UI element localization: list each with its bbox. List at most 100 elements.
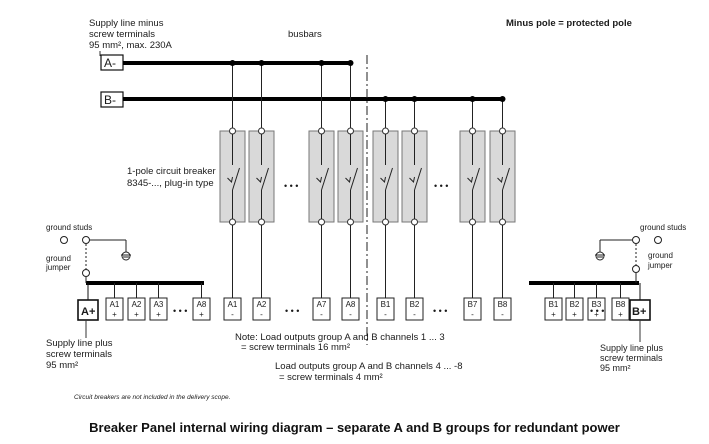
terminal-sign: -: [501, 310, 504, 319]
breaker-bottom-contact: [318, 218, 325, 226]
terminal-ellipsis-minus-b: • • •: [433, 306, 447, 316]
bus-junction-dot: [382, 96, 389, 102]
terminal-box: [341, 297, 360, 321]
breaker-group: [219, 60, 516, 298]
terminal-label: B1: [381, 300, 391, 309]
load-terminal: A8+: [192, 283, 211, 321]
load-outputs-note-1: Note: Load outputs group A and B channel…: [235, 332, 445, 353]
breaker-label: 1-pole circuit breaker 8345-..., plug-in…: [127, 166, 216, 189]
load-terminal: A7-: [312, 297, 331, 321]
breaker-bottom-contact: [229, 218, 236, 226]
supply-plus-right-line-2: screw terminals: [600, 353, 663, 363]
supply-minus-line-3: 95 mm², max. 230A: [89, 40, 173, 51]
ground-studs-left-label: ground studs: [46, 223, 92, 232]
delivery-disclaimer: Circuit breakers are not included in the…: [74, 394, 231, 401]
ground-jumper-left-line-2: jumper: [45, 263, 71, 272]
terminal-ellipsis-plus-a: • • •: [173, 306, 187, 316]
terminal-group: A1+A2+A3+A8+A1-A2-A7-A8-B1-B2-B7-B8-B1+B…: [105, 283, 630, 321]
bus-junction-dot: [318, 60, 325, 66]
ground-stud-right-2: [654, 236, 662, 244]
breaker-trip-mark: [497, 176, 503, 184]
ground-right: ground studs ground jumper: [595, 223, 686, 283]
load-outputs-note-2: Load outputs group A and B channels 4 ..…: [275, 361, 463, 383]
bus-b-label: B-: [104, 93, 116, 107]
bus-junction-dot: [347, 60, 354, 66]
terminal-box: [376, 297, 395, 321]
load-terminal: A1+: [105, 283, 124, 321]
terminal-box: [223, 297, 242, 321]
ground-symbol-left: [121, 251, 131, 261]
terminal-label: A8: [197, 300, 207, 309]
terminal-sign: -: [349, 310, 352, 319]
terminal-label: B8: [616, 300, 626, 309]
terminal-label: B8: [498, 300, 508, 309]
terminal-sign: -: [260, 310, 263, 319]
load-terminal: B1+: [544, 283, 563, 321]
supply-minus-label: Supply line minus screw terminals 95 mm²…: [89, 18, 173, 51]
supply-plus-left-label: Supply line plus screw terminals 95 mm²: [46, 338, 113, 371]
diagram-caption: Breaker Panel internal wiring diagram – …: [89, 420, 620, 435]
breaker-trip-mark: [467, 176, 473, 184]
breaker-label-line-2: 8345-..., plug-in type: [127, 178, 214, 189]
terminal-sign: +: [618, 310, 623, 319]
note-1-line-1: Note: Load outputs group A and B channel…: [235, 332, 445, 343]
terminal-box: [405, 297, 424, 321]
ground-jumper-right-line-2: jumper: [647, 261, 673, 270]
terminal-box: [252, 297, 271, 321]
ground-stud-right-1: [632, 236, 640, 244]
terminal-sign: +: [594, 310, 599, 319]
terminal-box: [493, 297, 512, 321]
breaker-top-contact: [347, 127, 354, 135]
note-2-line-1: Load outputs group A and B channels 4 ..…: [275, 361, 463, 372]
breaker-switch-blade: [261, 167, 269, 191]
breaker-ellipsis-b: • • •: [434, 181, 448, 191]
terminal-sign: +: [156, 310, 161, 319]
terminal-sign: -: [384, 310, 387, 319]
terminal-ellipsis-minus-a: • • •: [285, 306, 299, 316]
bus-junction-dot: [229, 60, 236, 66]
ground-jumper-right-stud: [632, 265, 640, 273]
supply-plus-left-line-3: 95 mm²: [46, 360, 78, 371]
load-terminal: A1-: [223, 297, 242, 321]
breaker-top-contact: [382, 127, 389, 135]
terminal-sign: +: [199, 310, 204, 319]
ground-studs-right-label: ground studs: [640, 223, 686, 232]
breaker-bottom-contact: [347, 218, 354, 226]
supply-plus-right-line-1: Supply line plus: [600, 343, 664, 353]
ground-left: ground studs ground jumper: [45, 223, 131, 283]
breaker-switch-blade: [350, 167, 358, 191]
b-plus-label: B+: [632, 306, 646, 318]
terminal-ellipsis-plus-b: • • •: [590, 306, 604, 316]
load-terminal: B7-: [463, 297, 482, 321]
breaker-ellipsis-a: • • •: [284, 181, 298, 191]
terminal-sign: +: [134, 310, 139, 319]
load-terminal: A2-: [252, 297, 271, 321]
breaker-trip-mark: [227, 176, 233, 184]
supply-plus-left-line-1: Supply line plus: [46, 338, 113, 349]
breaker-bottom-contact: [469, 218, 476, 226]
breaker-switch-blade: [385, 167, 393, 191]
breaker-top-contact: [499, 127, 506, 135]
bus-junction-dot: [411, 96, 418, 102]
load-terminal: A3+: [149, 283, 168, 321]
load-terminal: B3+: [587, 283, 606, 321]
terminal-label: A1: [110, 300, 120, 309]
ground-symbol-right: [595, 251, 605, 261]
load-terminal: B1-: [376, 297, 395, 321]
terminal-label: A2: [257, 300, 267, 309]
bus-junction-dot: [469, 96, 476, 102]
breaker-bottom-contact: [499, 218, 506, 226]
load-terminal: B2+: [565, 283, 584, 321]
terminal-box: [463, 297, 482, 321]
terminal-sign: +: [572, 310, 577, 319]
ground-jumper-left-line-1: ground: [46, 254, 71, 263]
load-terminal: B8-: [493, 297, 512, 321]
terminal-sign: -: [413, 310, 416, 319]
bus-a-label: A-: [104, 56, 116, 70]
busbars-label: busbars: [288, 29, 322, 40]
supply-minus-line-1: Supply line minus: [89, 18, 164, 29]
breaker-label-line-1: 1-pole circuit breaker: [127, 166, 216, 177]
breaker-switch-blade: [232, 167, 240, 191]
terminal-sign: -: [320, 310, 323, 319]
